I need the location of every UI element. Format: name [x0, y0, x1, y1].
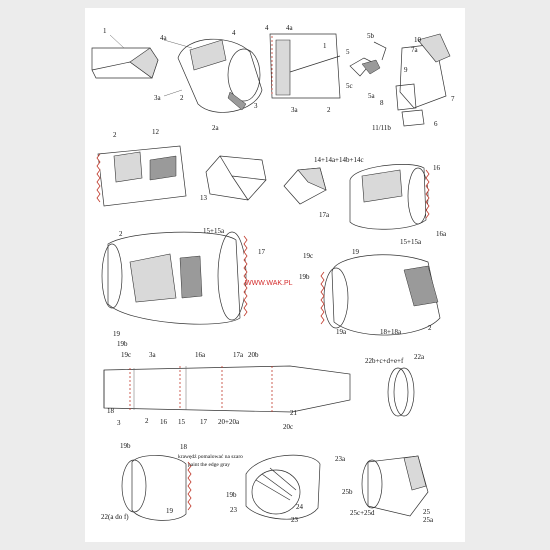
label-7a: 7a [411, 46, 419, 54]
label-16: 16 [433, 164, 441, 172]
label-17a: 17a [319, 211, 330, 219]
label-t17: 17 [200, 418, 208, 426]
part-5-small [349, 41, 387, 77]
note-english: paint the edge gray [188, 462, 230, 468]
label-t3: 3 [117, 419, 121, 427]
label-b25c: 25c+25d [350, 509, 375, 517]
label-t2: 2 [145, 417, 149, 425]
ring-bottom-left [121, 455, 192, 521]
label-t3a: 3a [149, 351, 157, 359]
label-t16: 16 [160, 418, 168, 426]
part-2-panel-right [269, 33, 341, 99]
label-11: 11/11b [372, 124, 391, 132]
exhaust-25 [361, 455, 429, 517]
label-15a-right: 15+15a [400, 238, 422, 246]
part-13-box [205, 155, 267, 201]
label-t20c: 20c [283, 423, 293, 431]
label-b19b: 19b [120, 442, 131, 450]
part-9-seat [395, 33, 451, 127]
part-16-cockpit-right [349, 164, 430, 230]
label-r5: 5 [346, 48, 350, 56]
label-18-18a: 18+18a [380, 328, 402, 336]
label-5c: 5c [346, 82, 353, 90]
label-t20b: 20b [248, 351, 259, 359]
part-14-wedge [283, 167, 327, 205]
part-labels: 1 4a 4 3a 2 2a 3 4 4a 1 5 5b 5c 5a 3a 2 … [101, 24, 455, 524]
label-b23a: 23a [335, 455, 346, 463]
fuselage-section-left [101, 231, 248, 325]
ring-22 [387, 367, 415, 417]
label-row2-2: 2 [113, 131, 117, 139]
label-r2: 2 [327, 106, 331, 114]
label-b23: 23 [230, 506, 238, 514]
label-b23-2: 23 [291, 516, 299, 524]
part-2-cockpit-left [96, 145, 187, 207]
label-15-15a: 15+15a [203, 227, 225, 235]
label-10: 10 [414, 36, 422, 44]
label-t19b: 19b [117, 340, 128, 348]
label-4: 4 [232, 29, 236, 37]
label-b19: 19 [166, 507, 174, 515]
label-3a: 3a [154, 94, 162, 102]
label-16a: 16a [436, 230, 447, 238]
label-t16a: 16a [195, 351, 206, 359]
label-t19c: 19c [121, 351, 131, 359]
label-9: 9 [404, 66, 408, 74]
watermark: WWW.WAK.PL [245, 280, 293, 287]
label-b18: 18 [180, 443, 188, 451]
label-r4: 4 [265, 24, 269, 32]
label-3: 3 [254, 102, 258, 110]
note-polish: krawędź pomalować na szaro [178, 454, 243, 460]
label-r4a: 4a [286, 24, 294, 32]
label-22b: 22b+c+d+e+f [365, 357, 404, 365]
label-row3-right-2: 2 [428, 324, 432, 332]
label-4a: 4a [160, 34, 168, 42]
label-6: 6 [434, 120, 438, 128]
label-t17a: 17a [233, 351, 244, 359]
label-14: 14+14a+14b+14c [314, 156, 364, 164]
label-row3-2: 2 [119, 230, 123, 238]
label-22a: 22a [414, 353, 425, 361]
label-5b: 5b [367, 32, 375, 40]
part-2-shell [163, 38, 263, 113]
label-19: 19 [352, 248, 360, 256]
label-r3a: 3a [291, 106, 299, 114]
label-5a: 5a [368, 92, 376, 100]
label-t21: 21 [290, 409, 298, 417]
label-7: 7 [451, 95, 455, 103]
fuselage-assembly [103, 365, 351, 413]
label-19a: 19a [336, 328, 347, 336]
tail-cone-23 [245, 454, 321, 520]
label-t15: 15 [178, 418, 186, 426]
label-b24: 24 [296, 503, 304, 511]
label-13: 13 [200, 194, 208, 202]
label-t19: 19 [113, 330, 121, 338]
label-b25b: 25b [342, 488, 353, 496]
fuselage-section-right [320, 254, 441, 336]
part-1-wedge [91, 34, 159, 79]
label-b25: 25 [423, 508, 431, 516]
label-8: 8 [380, 99, 384, 107]
label-1: 1 [103, 27, 107, 35]
label-19c: 19c [303, 252, 313, 260]
label-b25a: 25a [423, 516, 434, 524]
label-2a: 2a [212, 124, 220, 132]
label-r1: 1 [323, 42, 327, 50]
label-2: 2 [180, 94, 184, 102]
label-b22: 22(a do f) [101, 513, 129, 521]
label-17: 17 [258, 248, 266, 256]
label-t20-20a: 20+20a [218, 418, 240, 426]
label-t18: 18 [107, 407, 115, 415]
label-19b: 19b [299, 273, 310, 281]
label-b19b-2: 19b [226, 491, 237, 499]
label-12: 12 [152, 128, 160, 136]
